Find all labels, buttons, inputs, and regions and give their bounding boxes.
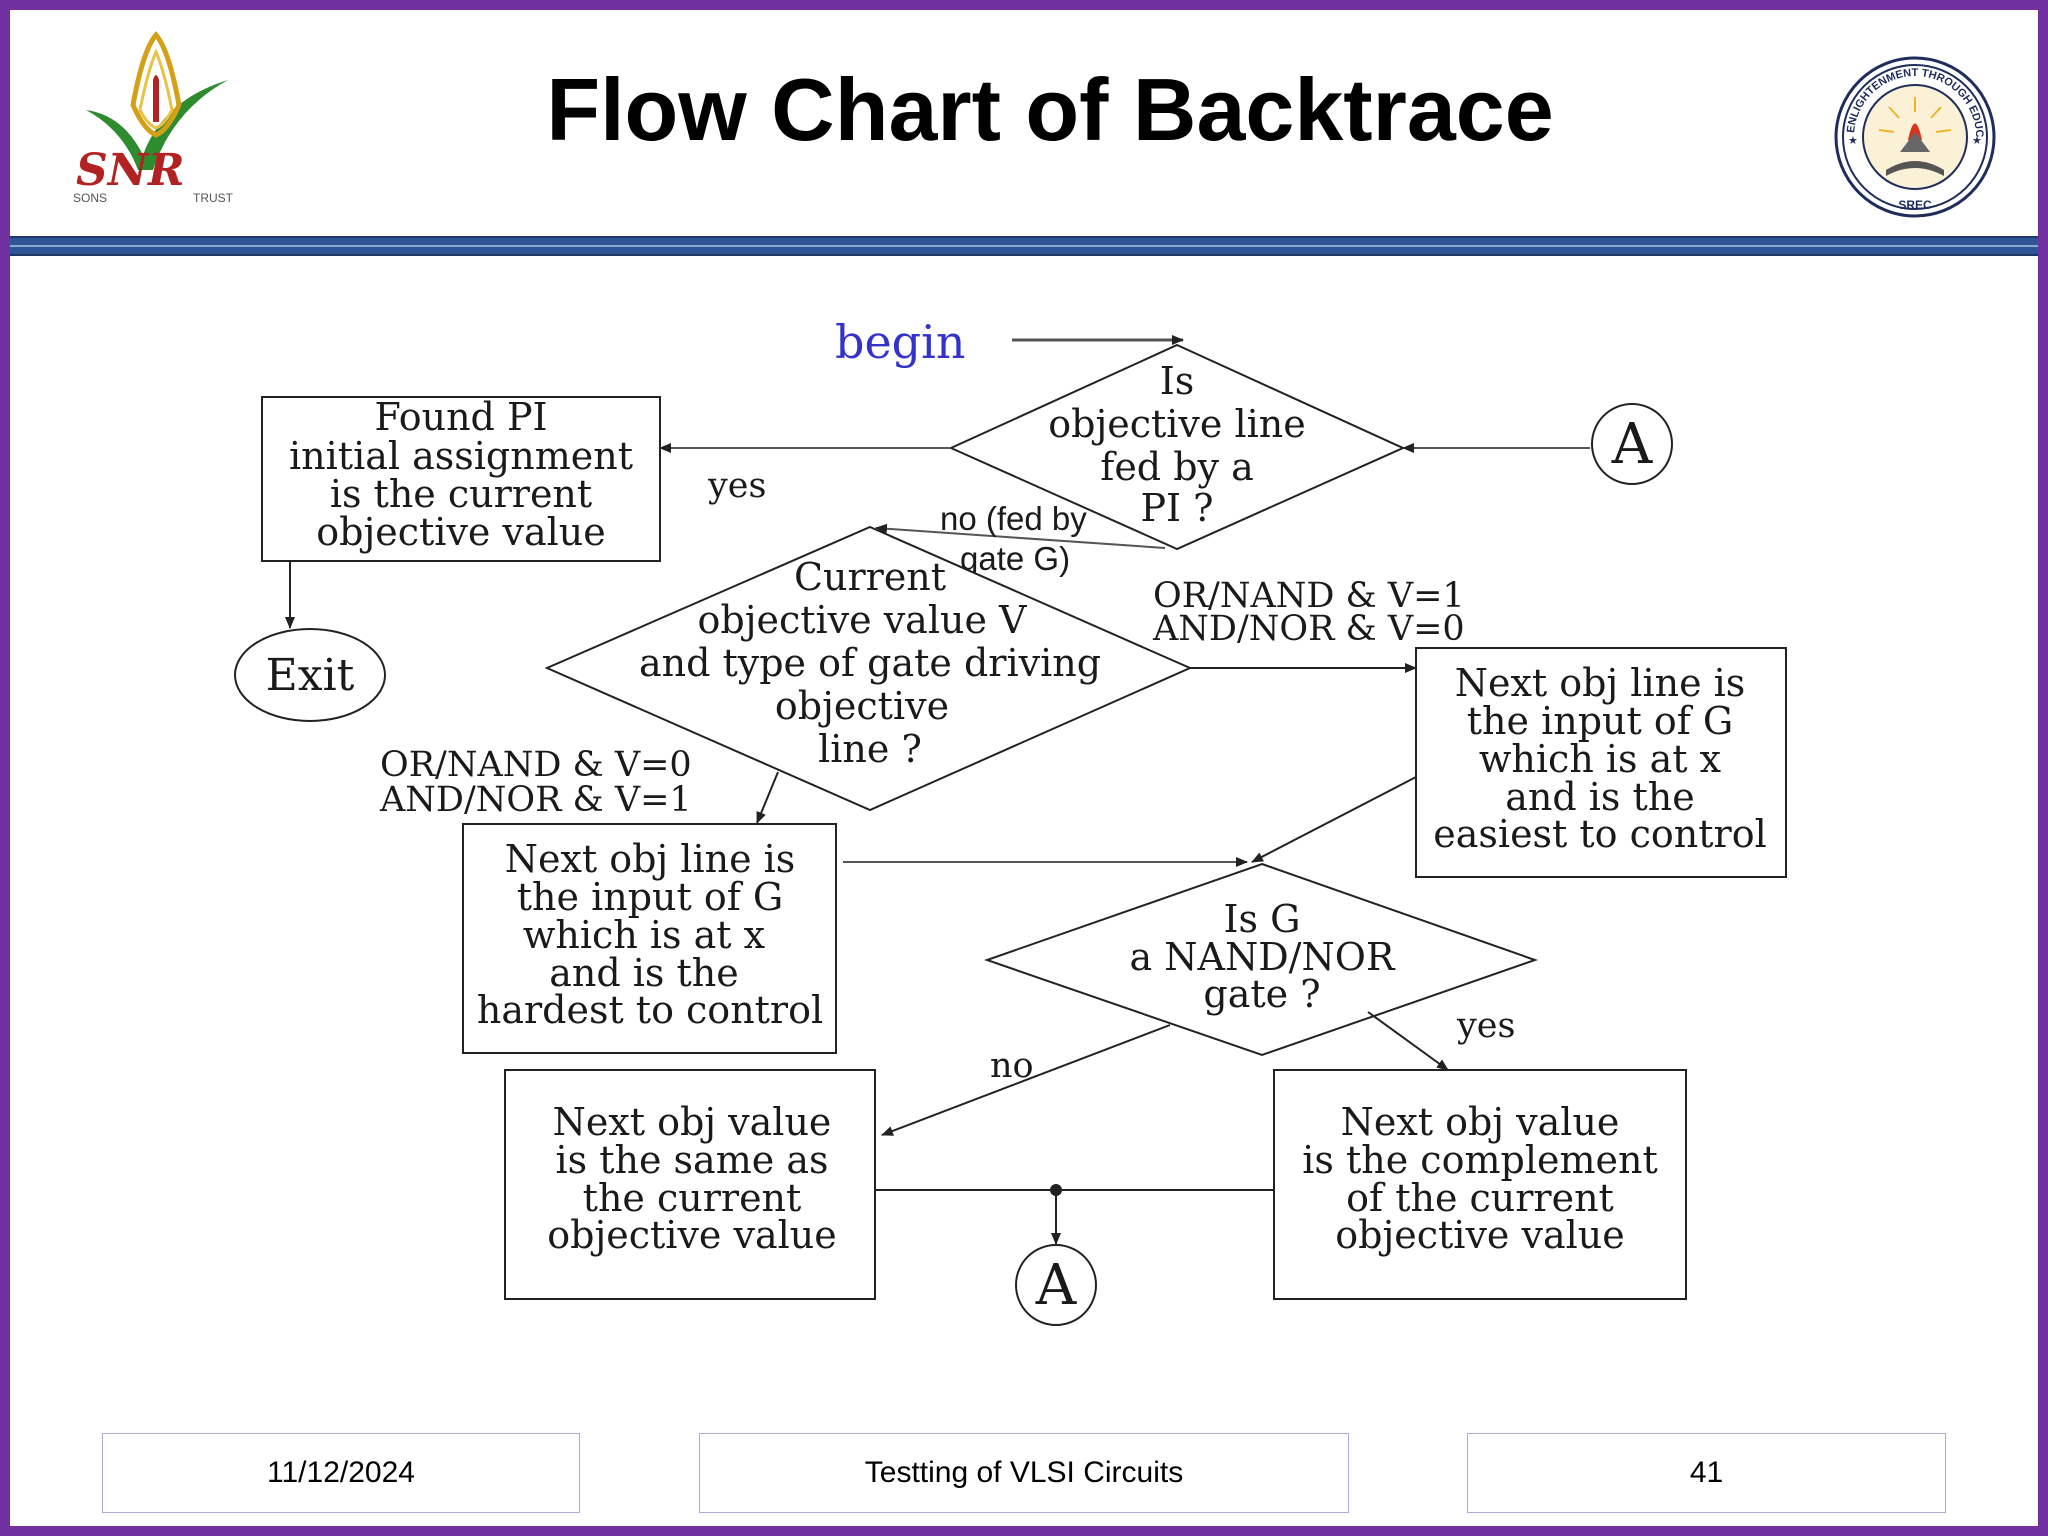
svg-text:line ?: line ? [818, 727, 922, 771]
found-pi-box [261, 396, 661, 562]
connector-a-top [1591, 403, 1673, 485]
svg-text:Next obj value: Next obj value [553, 1100, 832, 1144]
svg-text:is the same as: is the same as [556, 1138, 829, 1182]
svg-text:Next obj line is: Next obj line is [505, 837, 796, 881]
decision-fed-by-pi-text: Is objective line fed by a PI ? [1048, 359, 1305, 530]
page-title: Flow Chart of Backtrace [546, 60, 1554, 159]
svg-text:fed by a: fed by a [1100, 445, 1253, 489]
svg-text:the current: the current [583, 1176, 802, 1220]
svg-text:Is G: Is G [1224, 897, 1301, 941]
header-divider-band [10, 236, 2038, 256]
connector-a-bottom [1015, 1244, 1097, 1326]
same-value-box [504, 1069, 876, 1300]
yes-label-bottom: yes [1456, 1006, 1515, 1046]
svg-text:TRUST: TRUST [193, 191, 234, 205]
svg-text:AND/NOR & V=1: AND/NOR & V=1 [379, 780, 692, 820]
decision-objective-value [544, 525, 1193, 812]
svg-text:Next obj value: Next obj value [1341, 1100, 1620, 1144]
svg-text:objective line: objective line [1048, 402, 1305, 446]
arrow-to-hardest [756, 771, 779, 824]
srec-emblem-logo: ENLIGHTENMENT THROUGH EDUCATION SREC ★ ★ [1834, 52, 1996, 218]
svg-text:Found PI: Found PI [374, 395, 547, 439]
footer-course-title: Testting of VLSI Circuits [699, 1433, 1349, 1513]
no-fed-by-gate-label: no (fed by gate G) [940, 500, 1087, 577]
svg-text:objective value: objective value [1335, 1213, 1624, 1257]
arrow-pi-no [875, 523, 1166, 549]
svg-text:which is at x: which is at x [1479, 737, 1721, 781]
complement-value-box-text: Next obj value is the complement of the … [1302, 1100, 1657, 1257]
svg-text:gate G): gate G) [960, 540, 1070, 577]
decision-nand-nor-text: Is G a NAND/NOR gate ? [1130, 897, 1396, 1016]
svg-text:OR/NAND & V=0: OR/NAND & V=0 [380, 745, 692, 785]
svg-text:PI ?: PI ? [1140, 486, 1213, 530]
arrow-nand-yes [1367, 1011, 1449, 1071]
svg-text:which is at x: which is at x [523, 913, 765, 957]
hardest-to-control-box [462, 823, 837, 1054]
exit-terminator [234, 628, 386, 722]
svg-text:Is: Is [1160, 359, 1195, 403]
svg-text:of the current: of the current [1346, 1176, 1614, 1220]
hardest-to-control-box-text: Next obj line is the input of G which is… [477, 837, 823, 1032]
svg-text:SONS: SONS [73, 191, 107, 205]
easiest-to-control-box-text: Next obj line is the input of G which is… [1433, 661, 1766, 856]
svg-text:no (fed by: no (fed by [940, 500, 1087, 537]
svg-text:objective value: objective value [547, 1213, 836, 1257]
svg-text:★: ★ [1848, 135, 1858, 147]
svg-text:hardest to control: hardest to control [477, 988, 823, 1032]
no-label: no [990, 1046, 1034, 1086]
svg-text:objective value: objective value [316, 510, 605, 554]
svg-text:objective value V: objective value V [698, 598, 1028, 642]
begin-label: begin [835, 315, 965, 369]
arrow-easiest-to-nand [1251, 776, 1417, 863]
arrow-nand-no [881, 1024, 1171, 1136]
svg-text:the input of G: the input of G [517, 875, 783, 919]
easiest-to-control-box [1415, 647, 1787, 878]
yes-label-top: yes [707, 466, 766, 506]
complement-value-box [1273, 1069, 1687, 1300]
decision-fed-by-pi [948, 343, 1406, 551]
decision-objective-value-text: Current objective value V and type of ga… [639, 555, 1101, 771]
svg-text:and is the: and is the [1505, 775, 1695, 819]
svg-text:SNR: SNR [76, 145, 185, 196]
footer-date: 11/12/2024 [102, 1433, 580, 1513]
svg-text:initial assignment: initial assignment [289, 434, 633, 478]
decision-nand-nor [983, 862, 1539, 1057]
svg-text:gate ?: gate ? [1203, 972, 1320, 1016]
svg-text:and is the: and is the [549, 951, 739, 995]
connector-a-bottom-label: A [1035, 1253, 1077, 1318]
svg-text:Next obj line is: Next obj line is [1455, 661, 1746, 705]
svg-text:Current: Current [794, 555, 946, 599]
svg-text:a NAND/NOR: a NAND/NOR [1130, 935, 1396, 979]
exit-label: Exit [266, 650, 355, 701]
condition-right-label: OR/NAND & V=1 AND/NOR & V=0 [1152, 576, 1465, 649]
condition-left-label: OR/NAND & V=0 AND/NOR & V=1 [379, 745, 692, 820]
svg-text:easiest to control: easiest to control [1433, 812, 1766, 856]
svg-text:SREC: SREC [1898, 198, 1932, 212]
svg-text:is the complement: is the complement [1302, 1138, 1657, 1182]
svg-text:★: ★ [1972, 135, 1982, 147]
svg-text:and type of gate driving: and type of gate driving [639, 641, 1101, 685]
svg-text:AND/NOR & V=0: AND/NOR & V=0 [1152, 609, 1465, 649]
footer-page-number: 41 [1467, 1433, 1946, 1513]
svg-text:the input of G: the input of G [1467, 699, 1733, 743]
svg-text:OR/NAND & V=1: OR/NAND & V=1 [1153, 576, 1465, 616]
connector-a-top-label: A [1611, 412, 1653, 477]
found-pi-box-text: Found PI initial assignment is the curre… [289, 395, 633, 554]
svg-text:objective: objective [775, 684, 949, 728]
same-value-box-text: Next obj value is the same as the curren… [547, 1100, 836, 1257]
snr-trust-logo: SNR SONS TRUST [73, 31, 234, 205]
svg-text:is the current: is the current [330, 472, 592, 516]
